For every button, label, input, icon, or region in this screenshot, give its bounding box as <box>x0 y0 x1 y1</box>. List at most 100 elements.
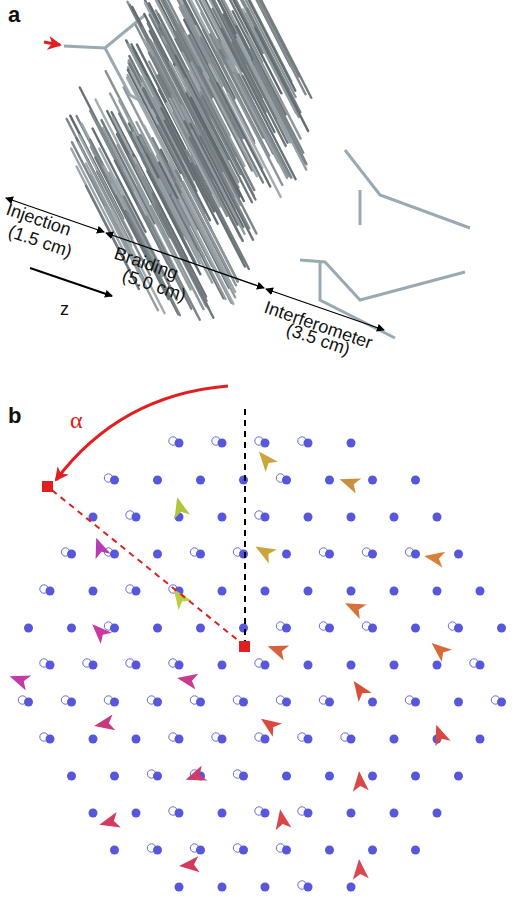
site <box>411 698 420 707</box>
site <box>347 439 356 448</box>
site <box>368 550 377 559</box>
arrowhead <box>351 770 369 791</box>
site <box>304 735 313 744</box>
site <box>282 698 291 707</box>
site <box>153 550 162 559</box>
rod <box>180 201 233 304</box>
site <box>433 661 442 670</box>
rod <box>243 76 296 179</box>
site <box>368 772 377 781</box>
z-axis-arrow <box>30 268 112 296</box>
site <box>433 809 442 818</box>
site <box>89 661 98 670</box>
site <box>390 809 399 818</box>
site <box>304 883 313 892</box>
arrowhead <box>429 722 451 746</box>
site <box>218 883 227 892</box>
arrowheads <box>7 446 452 879</box>
arrowhead <box>167 584 192 610</box>
arrowhead <box>337 472 361 494</box>
site <box>132 735 141 744</box>
site <box>325 550 334 559</box>
panel-label: b <box>8 405 21 427</box>
site <box>347 735 356 744</box>
arrowhead <box>183 765 207 787</box>
site <box>196 476 205 485</box>
arrowhead <box>347 676 372 702</box>
site <box>304 661 313 670</box>
panel-label: a <box>8 4 20 26</box>
arrowhead <box>93 715 115 734</box>
site <box>196 846 205 855</box>
site <box>411 476 420 485</box>
site <box>239 476 248 485</box>
rod <box>229 82 282 185</box>
site <box>304 439 313 448</box>
site <box>433 587 442 596</box>
site <box>175 661 184 670</box>
rod <box>185 179 238 282</box>
site <box>454 624 463 633</box>
site <box>304 587 313 596</box>
site <box>239 772 248 781</box>
site <box>347 661 356 670</box>
site <box>390 587 399 596</box>
site <box>132 661 141 670</box>
site <box>218 513 227 522</box>
site <box>67 624 76 633</box>
site <box>175 439 184 448</box>
arrowhead <box>423 548 445 567</box>
arrowhead <box>272 808 291 830</box>
site <box>325 476 334 485</box>
site <box>304 513 313 522</box>
site <box>110 698 119 707</box>
end-marker <box>42 481 53 492</box>
arrowhead <box>342 596 367 619</box>
site <box>239 846 248 855</box>
site <box>411 624 420 633</box>
site <box>454 550 463 559</box>
site <box>368 476 377 485</box>
dimension-label: z <box>60 300 69 318</box>
site <box>304 809 313 818</box>
site <box>325 624 334 633</box>
site <box>390 661 399 670</box>
site <box>175 809 184 818</box>
arrowhead <box>169 495 190 518</box>
site <box>261 809 270 818</box>
arrowhead <box>89 535 111 559</box>
site <box>282 476 291 485</box>
site <box>325 846 334 855</box>
site <box>347 883 356 892</box>
site <box>261 883 270 892</box>
arrowhead <box>178 856 199 874</box>
site <box>218 439 227 448</box>
site <box>282 624 291 633</box>
site <box>239 550 248 559</box>
site <box>239 624 248 633</box>
site <box>218 587 227 596</box>
site <box>196 624 205 633</box>
site <box>347 513 356 522</box>
site <box>261 587 270 596</box>
site <box>368 698 377 707</box>
site <box>110 550 119 559</box>
arrowhead <box>7 669 31 691</box>
site <box>476 735 485 744</box>
site <box>46 587 55 596</box>
site <box>411 550 420 559</box>
site <box>175 883 184 892</box>
site <box>67 772 76 781</box>
site <box>347 587 356 596</box>
site <box>239 698 248 707</box>
site <box>261 661 270 670</box>
site <box>476 587 485 596</box>
site <box>390 735 399 744</box>
angle-label: α <box>70 408 83 432</box>
site <box>24 624 33 633</box>
site <box>89 587 98 596</box>
site <box>110 476 119 485</box>
arrowhead <box>351 858 369 879</box>
